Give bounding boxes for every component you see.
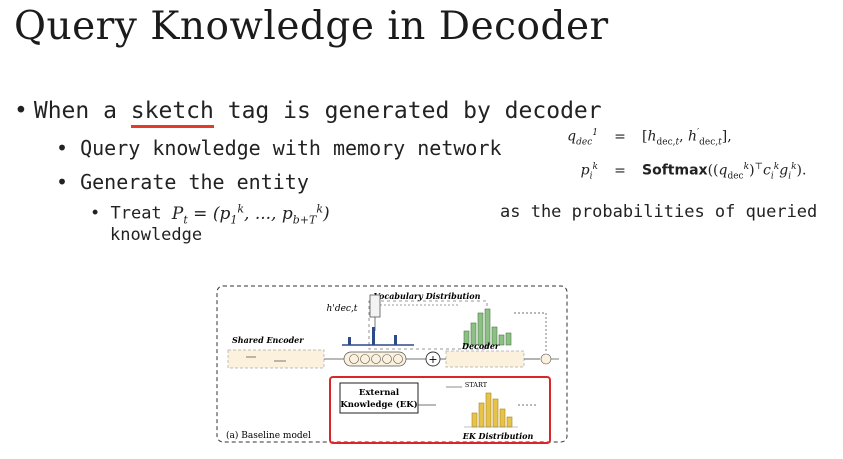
hdec-node xyxy=(369,294,381,318)
bullet1-prefix: When a xyxy=(33,98,131,124)
eq1-lhs: qdec1 xyxy=(567,128,598,148)
figure-caption: (a) Baseline model xyxy=(226,430,311,441)
shared-encoder-box xyxy=(227,349,325,369)
start-label: START xyxy=(465,381,488,389)
eq2-func: Softmax xyxy=(642,162,708,179)
bullet2-text: Query knowledge with memory network xyxy=(80,136,502,160)
slide-title: Query Knowledge in Decoder xyxy=(14,4,609,49)
attention-bar xyxy=(372,327,375,345)
ek-line2: Knowledge (EK) xyxy=(340,399,417,410)
ek-bar xyxy=(478,402,485,428)
bullet1-suffix: tag is generated by decoder xyxy=(213,98,602,124)
attention-bar xyxy=(348,337,351,345)
bullet1-highlight: sketch xyxy=(130,98,214,128)
bullet4-prefix: Treat xyxy=(110,203,172,224)
bullet-sketch-tag: •When a sketch tag is generated by decod… xyxy=(14,98,602,128)
eq2-equals: = xyxy=(614,162,626,179)
decoder-label: Decoder xyxy=(461,341,500,351)
decoder-box xyxy=(445,350,525,368)
hidden-state xyxy=(360,354,370,364)
external-knowledge-box xyxy=(339,382,419,414)
bullet4-continuation: knowledge xyxy=(110,225,203,245)
vocab-bar xyxy=(463,330,470,346)
vocab-bar xyxy=(470,322,477,346)
bullet-generate-entity: • Generate the entity xyxy=(56,170,309,194)
hidden-state xyxy=(371,354,381,364)
eq2-rhs: Softmax((qdeck)⊤cikgik). xyxy=(642,162,807,182)
bullet4-tail: as the probabilities of queried xyxy=(500,202,818,222)
bullet-dot: • xyxy=(56,136,81,160)
ek-bar xyxy=(471,412,478,428)
ek-highlight-box xyxy=(329,376,551,444)
hidden-state xyxy=(382,354,392,364)
equation-block: qdec1 = [hdec,t, h′dec,t], pik = Softmax… xyxy=(560,128,806,196)
bullet-query-knowledge: • Query knowledge with memory network xyxy=(56,136,502,160)
vocab-bar xyxy=(505,332,512,346)
ek-bar xyxy=(485,392,492,428)
bullet-dot: • xyxy=(56,170,81,194)
vocab-bar xyxy=(491,326,498,346)
ek-bar xyxy=(499,408,506,428)
equation-softmax: pik = Softmax((qdeck)⊤cikgik). xyxy=(560,162,807,196)
vocab-bars xyxy=(463,308,512,346)
output-node xyxy=(540,353,552,365)
bullet3-text: Generate the entity xyxy=(80,170,309,194)
vocab-dist-frame xyxy=(368,300,488,350)
ek-bar xyxy=(506,416,513,428)
eq1-rhs: [hdec,t, h′dec,t], xyxy=(642,128,732,148)
vocab-bar xyxy=(477,312,484,346)
hidden-state-chain xyxy=(343,351,407,367)
hidden-state xyxy=(393,354,403,364)
attention-bar xyxy=(394,335,397,345)
hdec-label: h'dec,t xyxy=(327,304,358,314)
bullet4-math: Pt = (p1k, ..., pb+Tk) xyxy=(171,202,330,227)
eq1-equals: = xyxy=(614,128,626,145)
figure-frame xyxy=(216,285,568,443)
vocab-dist-label: Vocabulary Distribution xyxy=(374,291,481,301)
ek-dist-bars xyxy=(471,392,513,428)
eq2-lhs: pik xyxy=(580,162,598,182)
attention-bars xyxy=(342,327,414,346)
hidden-state xyxy=(349,354,359,364)
ek-bar xyxy=(492,398,499,428)
bullet-dot: • xyxy=(90,203,111,224)
ek-line1: External xyxy=(359,388,400,398)
vocab-bar xyxy=(498,334,505,346)
shared-encoder-label: Shared Encoder xyxy=(232,335,304,345)
equation-query: qdec1 = [hdec,t, h′dec,t], xyxy=(560,128,806,162)
bullet-dot: • xyxy=(14,98,28,124)
ek-dist-label: EK Distribution xyxy=(462,431,534,441)
baseline-model-diagram: Vocabulary Distribution h'dec,t Shared E… xyxy=(216,285,568,444)
vocab-bar xyxy=(484,308,491,346)
plus-label: + xyxy=(428,353,437,366)
bullet-treat: • Treat Pt = (p1k, ..., pb+Tk) xyxy=(90,202,330,226)
